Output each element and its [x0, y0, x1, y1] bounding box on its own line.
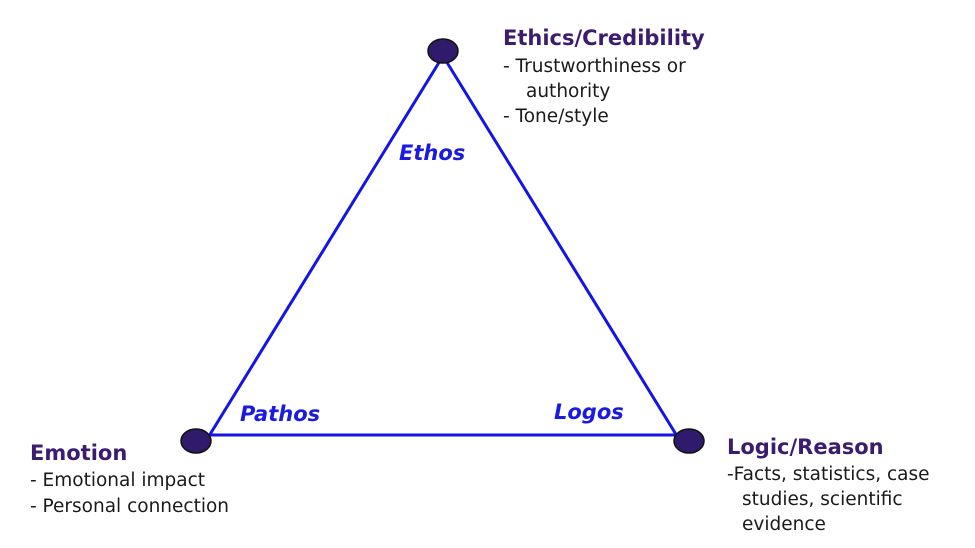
logic-block: Logic/Reason -Facts, statistics, case st… [727, 435, 930, 535]
logic-item: evidence [742, 514, 826, 535]
node-pathos [180, 428, 212, 454]
ethics-block: Ethics/Credibility - Trustworthiness or … [503, 26, 705, 127]
logic-item: -Facts, statistics, case [727, 464, 930, 485]
emotion-item: - Personal connection [30, 496, 229, 517]
edge-left [207, 55, 445, 437]
label-pathos: Pathos [240, 402, 320, 426]
edge-right [441, 55, 679, 437]
label-ethos: Ethos [399, 141, 465, 165]
emotion-heading: Emotion [30, 441, 127, 465]
emotion-item: - Emotional impact [30, 470, 205, 491]
triangle [207, 55, 679, 437]
label-logos: Logos [554, 400, 624, 424]
logic-item: studies, scientific [742, 489, 903, 510]
ethics-item: - Trustworthiness or [503, 56, 686, 77]
node-logos [673, 428, 705, 454]
emotion-block: Emotion - Emotional impact - Personal co… [30, 441, 229, 517]
logic-heading: Logic/Reason [727, 435, 884, 459]
ethics-heading: Ethics/Credibility [503, 26, 705, 50]
ethics-item: authority [526, 81, 610, 102]
ethics-item: - Tone/style [503, 106, 609, 127]
node-ethos [427, 38, 459, 64]
